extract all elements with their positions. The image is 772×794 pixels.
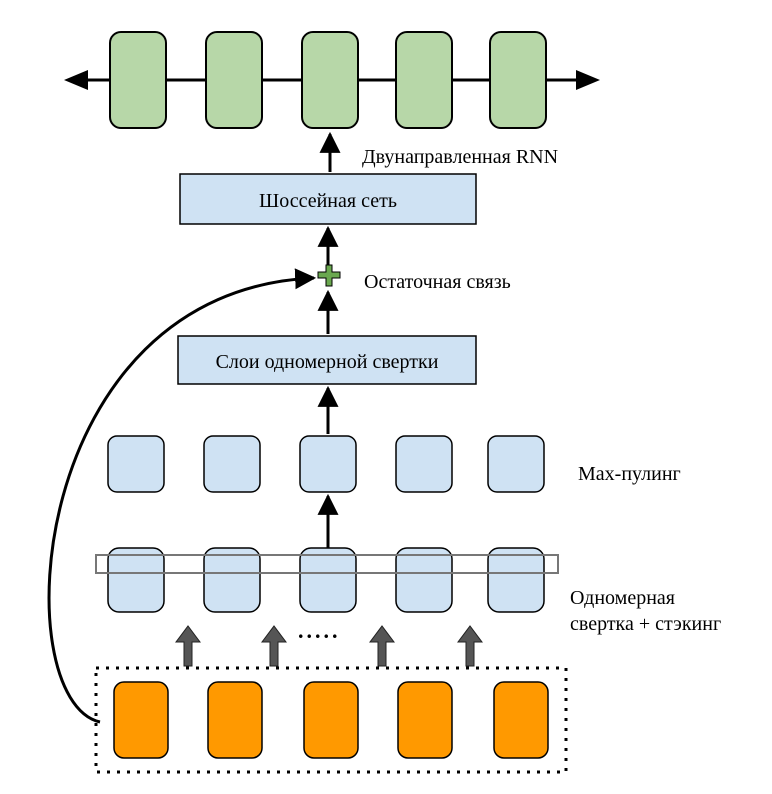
conv-stack-label-line2: свертка + стэкинг [570, 613, 721, 635]
residual-connection-label: Остаточная связь [364, 271, 511, 293]
conv-stack-label-line1: Одномерная [570, 587, 675, 609]
conv-cell [299, 547, 357, 613]
maxpool-cell [299, 435, 357, 493]
maxpool-row [107, 435, 545, 493]
gray-arrows [175, 625, 483, 667]
maxpool-label: Max-пулинг [578, 463, 681, 485]
plus-icon [317, 264, 341, 287]
gray-up-arrow [369, 625, 395, 667]
conv-cell [203, 547, 261, 613]
residual-connection-curve [47, 268, 317, 724]
maxpool-cell [107, 435, 165, 493]
conv-stack-row [95, 547, 559, 613]
highway-network-label: Шоссейная сеть [259, 190, 397, 212]
rnn-cell [109, 31, 167, 129]
rnn-row [64, 31, 600, 129]
input-cell [303, 681, 359, 759]
input-cell [397, 681, 453, 759]
conv-layers-box [177, 335, 477, 385]
input-row [113, 681, 549, 759]
input-cell [493, 681, 549, 759]
conv-cell [487, 547, 545, 613]
conv-cell [395, 547, 453, 613]
gray-up-arrow [261, 625, 287, 667]
input-dotted-frame [94, 666, 568, 774]
conv-cell [107, 547, 165, 613]
gray-up-arrow [175, 625, 201, 667]
maxpool-cell [203, 435, 261, 493]
maxpool-cell [487, 435, 545, 493]
left-arrowhead [64, 70, 88, 90]
highway-network-box [179, 173, 477, 225]
maxpool-cell [395, 435, 453, 493]
conv-layers-label: Слои одномерной свертки [216, 351, 439, 373]
rnn-cell [395, 31, 453, 129]
rnn-cell [301, 31, 359, 129]
rnn-cell [489, 31, 547, 129]
input-cell [113, 681, 169, 759]
rnn-cell [205, 31, 263, 129]
stacking-band [95, 554, 559, 574]
input-cell [207, 681, 263, 759]
right-arrowhead [576, 70, 600, 90]
gray-up-arrow [457, 625, 483, 667]
rnn-label: Двунаправленная RNN [362, 146, 558, 168]
ellipsis: ..... [298, 618, 341, 643]
